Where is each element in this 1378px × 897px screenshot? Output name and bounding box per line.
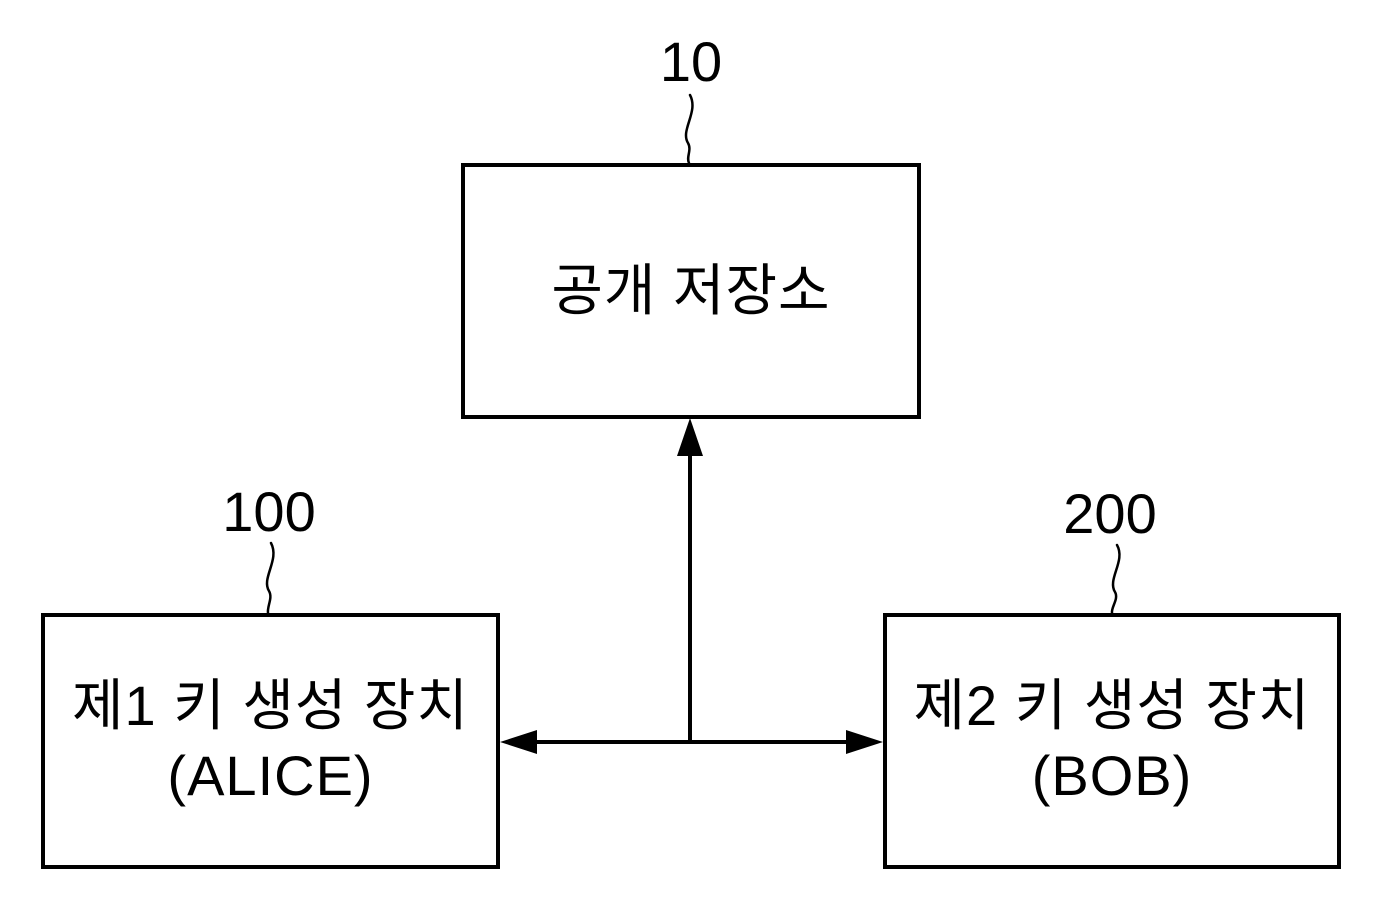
node-key-gen-device-1: 제1 키 생성 장치 (ALICE) [41, 613, 500, 869]
node-key-gen-device-1-line1: 제1 키 생성 장치 [72, 674, 469, 737]
node-key-gen-device-1-line2: (ALICE) [167, 744, 374, 807]
ref-label-10: 10 [659, 30, 723, 93]
double-arrow-connector [500, 730, 883, 754]
leader-line-200-icon [1110, 543, 1121, 615]
node-key-gen-device-2: 제2 키 생성 장치 (BOB) [883, 613, 1341, 869]
leader-line-100-icon [265, 541, 275, 615]
node-public-repository-label: 공개 저장소 [551, 259, 831, 322]
arrow-left-head-icon [500, 730, 537, 754]
ref-label-100: 100 [222, 480, 316, 543]
arrow-up-connector [677, 418, 703, 742]
ref-label-200: 200 [1063, 482, 1157, 545]
arrow-up-head-icon [677, 418, 703, 456]
leader-line-10-icon [684, 93, 694, 165]
arrow-right-head-icon [846, 730, 883, 754]
node-key-gen-device-2-line1: 제2 키 생성 장치 [913, 674, 1311, 737]
node-key-gen-device-2-line2: (BOB) [1031, 744, 1193, 807]
node-public-repository: 공개 저장소 [461, 163, 921, 419]
